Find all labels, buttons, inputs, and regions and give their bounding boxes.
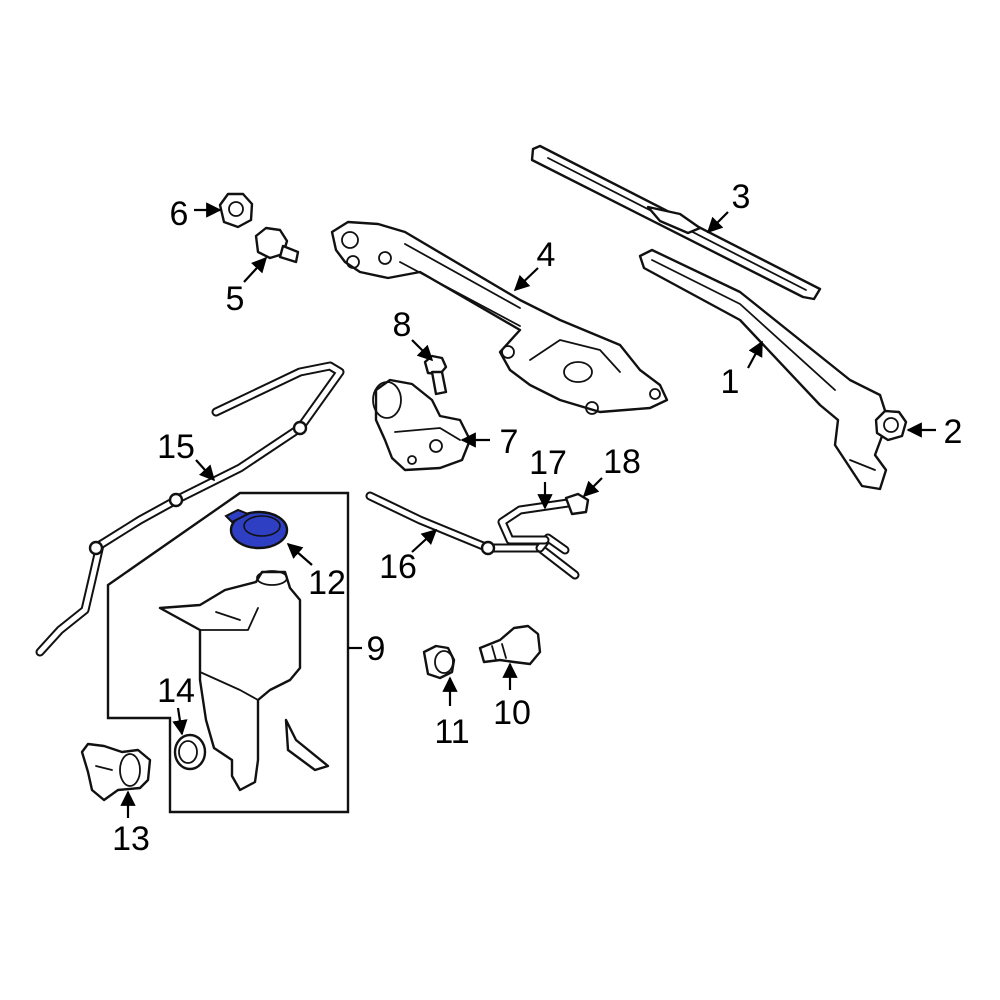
leader-lines [120, 202, 936, 818]
grommet [173, 733, 207, 771]
callout-18: 18 [603, 443, 641, 481]
wiper-arm [638, 248, 890, 491]
callout-5: 5 [226, 280, 245, 318]
callout-7: 7 [500, 423, 519, 461]
callout-10: 10 [493, 694, 531, 732]
callout-4: 4 [537, 236, 556, 274]
arm-nut [874, 409, 908, 442]
callout-6: 6 [170, 195, 189, 233]
callout-9: 9 [367, 630, 386, 668]
callout-15: 15 [157, 428, 195, 466]
callout-1: 1 [721, 363, 740, 401]
callout-11: 11 [434, 713, 469, 751]
nut [218, 192, 254, 229]
washer-reservoir [158, 570, 330, 792]
callout-14: 14 [157, 672, 195, 710]
callout-3: 3 [732, 178, 751, 216]
reservoir-group-box [106, 491, 350, 814]
nozzle-grommet [422, 644, 456, 680]
callout-2: 2 [944, 413, 963, 451]
washer-hose-15 [35, 361, 345, 657]
callout-labels: 1 2 3 4 5 6 7 8 9 10 11 12 13 14 15 16 1… [112, 178, 962, 858]
wiper-blade [530, 144, 822, 301]
callout-12: 12 [308, 564, 346, 602]
wiper-motor [372, 378, 472, 472]
washer-pump [80, 742, 152, 802]
motor-bolt [423, 354, 448, 396]
bolt [254, 226, 300, 264]
callout-13: 13 [112, 820, 150, 858]
callout-8: 8 [393, 306, 412, 344]
wiper-linkage [330, 220, 669, 415]
hose-connector [564, 492, 590, 516]
callout-17: 17 [529, 444, 567, 482]
washer-hose-17 [497, 498, 573, 545]
reservoir-cap [224, 508, 289, 550]
callout-16: 16 [379, 548, 417, 586]
washer-nozzle [478, 624, 542, 666]
